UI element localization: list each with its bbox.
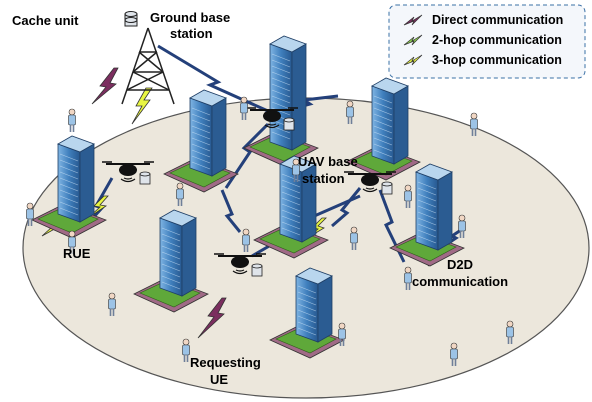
user-icon-5 <box>26 202 34 226</box>
label-uav-bs-1: UAV base <box>298 154 358 169</box>
lightning-bolt-icon <box>403 34 423 46</box>
legend-box <box>388 4 586 79</box>
legend-label: 3-hop communication <box>432 53 562 67</box>
uav-drone-icon-2 <box>102 161 154 185</box>
building-7 <box>389 163 465 267</box>
buildings <box>31 35 465 359</box>
user-icon-11 <box>404 266 412 290</box>
building-2 <box>163 89 239 193</box>
user-icon-6 <box>68 230 76 254</box>
user-icon-7 <box>176 182 184 206</box>
user-icon-12 <box>108 292 116 316</box>
bolt-direct-tower-ue <box>91 67 119 105</box>
building-4 <box>31 135 107 239</box>
building-1 <box>243 35 319 167</box>
user-icon-16 <box>450 342 458 366</box>
uav-drone-icon-1 <box>246 107 298 131</box>
user-icon-10 <box>458 214 466 238</box>
user-icon-9 <box>350 226 358 250</box>
user-icon-1 <box>68 108 76 132</box>
building-5 <box>253 155 329 259</box>
legend: Direct communication 2-hop communication 3… <box>388 4 586 79</box>
lightning-bolt-icon <box>403 54 423 66</box>
uav-drone-icon-3 <box>344 171 396 195</box>
user-icon-17 <box>292 158 300 182</box>
user-equipment <box>26 96 514 366</box>
user-icon-8 <box>242 228 250 252</box>
label-requesting-2: UE <box>210 372 228 387</box>
label-cache-unit: Cache unit <box>12 13 79 28</box>
building-8 <box>269 267 345 359</box>
legend-label: Direct communication <box>432 13 563 27</box>
label-ground-bs-2: station <box>170 26 213 41</box>
user-icon-3 <box>346 100 354 124</box>
lightning-bolt-icon <box>403 14 423 26</box>
user-icon-18 <box>404 184 412 208</box>
user-icon-4 <box>470 112 478 136</box>
user-icon-13 <box>182 338 190 362</box>
uav-drone-icon-4 <box>214 253 266 277</box>
uav-base-stations <box>102 107 396 277</box>
link-uav-center-to-d2d <box>378 189 406 263</box>
cache-unit-icon <box>124 11 138 27</box>
legend-label: 2-hop communication <box>432 33 562 47</box>
building-3 <box>345 77 421 181</box>
bolt-building-to-rue <box>87 195 109 219</box>
legend-item-2: 2-hop communication <box>403 33 562 47</box>
user-icon-15 <box>506 320 514 344</box>
building-6 <box>133 209 209 313</box>
legend-item-3: 3-hop communication <box>403 53 562 67</box>
bolt-tower-to-uav <box>131 87 153 125</box>
label-ground-bs-1: Ground base <box>150 10 230 25</box>
user-icon-14 <box>338 322 346 346</box>
label-requesting-1: Requesting <box>190 355 261 370</box>
link-uav-top-to-mid-ue <box>220 189 242 233</box>
link-ground-to-uav-top <box>157 44 269 113</box>
label-rue: RUE <box>63 246 91 261</box>
legend-item-1: Direct communication <box>403 13 563 27</box>
link-uav-top-to-center <box>224 122 270 189</box>
label-uav-bs-2: station <box>302 171 345 186</box>
bolt-direct-requesting <box>197 297 227 339</box>
label-d2d-1: D2D <box>447 257 473 272</box>
label-d2d-2: communication <box>412 274 508 289</box>
user-icon-2 <box>240 96 248 120</box>
ground-base-station-tower <box>121 27 175 105</box>
